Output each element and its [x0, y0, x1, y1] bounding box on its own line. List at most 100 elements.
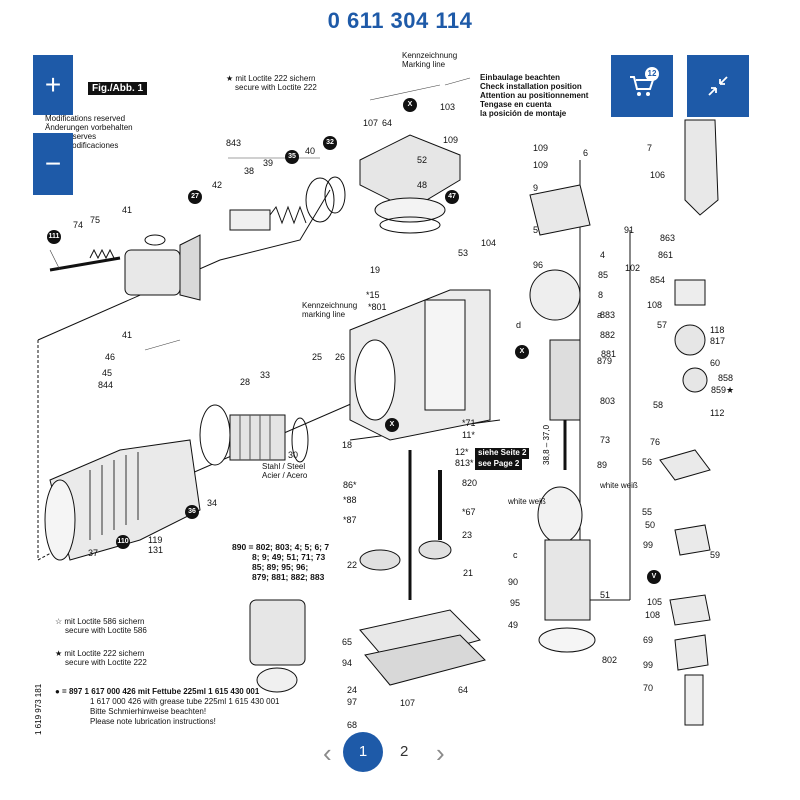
part-callout-861[interactable]: 861 — [658, 250, 674, 260]
part-callout-68[interactable]: 68 — [347, 720, 358, 730]
part-callout-48[interactable]: 48 — [417, 180, 428, 190]
part-callout-X[interactable]: X — [385, 418, 399, 432]
part-callout-108[interactable]: 108 — [645, 610, 661, 620]
part-callout-883[interactable]: 883 — [600, 310, 616, 320]
part-callout-6[interactable]: 6 — [583, 148, 589, 158]
part-callout-42[interactable]: 42 — [212, 180, 223, 190]
part-callout-99[interactable]: 99 — [643, 660, 654, 670]
part-callout-26[interactable]: 26 — [335, 352, 346, 362]
part-callout-30[interactable]: 30 — [288, 450, 299, 460]
part-callout-23[interactable]: 23 — [462, 530, 473, 540]
part-callout-109[interactable]: 109 — [533, 160, 549, 170]
cart-button[interactable]: 12 — [611, 55, 673, 117]
part-callout-863[interactable]: 863 — [660, 233, 676, 243]
part-callout-18[interactable]: 18 — [342, 440, 353, 450]
part-callout-96[interactable]: 96 — [533, 260, 544, 270]
part-callout-36[interactable]: 36 — [185, 505, 199, 519]
part-callout-67[interactable]: *67 — [462, 507, 476, 517]
part-callout-103[interactable]: 103 — [440, 102, 456, 112]
part-callout-5[interactable]: 5 — [533, 225, 539, 235]
part-callout-802[interactable]: 802 — [602, 655, 618, 665]
part-callout-882[interactable]: 882 — [600, 330, 616, 340]
part-callout-97[interactable]: 97 — [347, 697, 358, 707]
part-callout-24[interactable]: 24 — [347, 685, 358, 695]
part-callout-74[interactable]: 74 — [73, 220, 84, 230]
part-callout-820[interactable]: 820 — [462, 478, 478, 488]
part-callout-25[interactable]: 25 — [312, 352, 323, 362]
part-callout-69[interactable]: 69 — [643, 635, 654, 645]
part-callout-111[interactable]: 111 — [47, 230, 61, 244]
part-callout-9[interactable]: 9 — [533, 183, 539, 193]
part-callout-49[interactable]: 49 — [508, 620, 519, 630]
part-callout-64[interactable]: 64 — [458, 685, 469, 695]
part-callout-95[interactable]: 95 — [510, 598, 521, 608]
part-callout-35[interactable]: 35 — [285, 150, 299, 164]
see-page-2-en[interactable]: see Page 2 — [475, 459, 523, 470]
part-callout-104[interactable]: 104 — [481, 238, 497, 248]
part-callout-109[interactable]: 109 — [533, 143, 549, 153]
part-callout-32[interactable]: 32 — [323, 136, 337, 150]
part-callout-71[interactable]: *71 — [462, 418, 476, 428]
part-callout-51[interactable]: 51 — [600, 590, 611, 600]
part-callout-52[interactable]: 52 — [417, 155, 428, 165]
part-callout-53[interactable]: 53 — [458, 248, 469, 258]
part-callout-4[interactable]: 4 — [600, 250, 606, 260]
part-callout-86[interactable]: 86* — [343, 480, 357, 490]
part-callout-38[interactable]: 38 — [244, 166, 255, 176]
part-callout-46[interactable]: 46 — [105, 352, 116, 362]
part-callout-73[interactable]: 73 — [600, 435, 611, 445]
part-callout-131[interactable]: 131 — [148, 545, 164, 555]
part-callout-879[interactable]: 879 — [597, 356, 613, 366]
part-callout-a[interactable]: a — [597, 310, 603, 320]
part-callout-56[interactable]: 56 — [642, 457, 653, 467]
part-callout-21[interactable]: 21 — [463, 568, 474, 578]
part-callout-843[interactable]: 843 — [226, 138, 242, 148]
part-callout-d[interactable]: d — [516, 320, 522, 330]
part-callout-c[interactable]: c — [513, 550, 518, 560]
part-callout-108[interactable]: 108 — [647, 300, 663, 310]
part-callout-58[interactable]: 58 — [653, 400, 664, 410]
part-callout-V[interactable]: V — [647, 570, 661, 584]
part-callout-8[interactable]: 8 — [598, 290, 604, 300]
part-callout-40[interactable]: 40 — [305, 146, 316, 156]
part-callout-34[interactable]: 34 — [207, 498, 218, 508]
part-callout-859[interactable]: 859★ — [711, 385, 735, 395]
part-callout-858[interactable]: 858 — [718, 373, 734, 383]
part-callout-801[interactable]: *801 — [368, 302, 387, 312]
part-callout-39[interactable]: 39 — [263, 158, 274, 168]
part-callout-70[interactable]: 70 — [643, 683, 654, 693]
part-callout-65[interactable]: 65 — [342, 637, 353, 647]
part-callout-33[interactable]: 33 — [260, 370, 271, 380]
part-callout-41[interactable]: 41 — [122, 205, 133, 215]
page-1-button[interactable]: 1 — [343, 732, 383, 772]
part-callout-15[interactable]: *15 — [366, 290, 380, 300]
part-callout-94[interactable]: 94 — [342, 658, 353, 668]
part-callout-107[interactable]: 107 — [400, 698, 416, 708]
part-callout-76[interactable]: 76 — [650, 437, 661, 447]
zoom-in-button[interactable]: + — [33, 55, 73, 115]
part-callout-91[interactable]: 91 — [624, 225, 635, 235]
part-callout-107[interactable]: 107 — [363, 118, 379, 128]
see-page-2-de[interactable]: siehe Seite 2 — [475, 448, 530, 459]
part-callout-99[interactable]: 99 — [643, 540, 654, 550]
part-callout-85[interactable]: 85 — [598, 270, 609, 280]
part-callout-102[interactable]: 102 — [625, 263, 641, 273]
part-callout-11[interactable]: 11* — [462, 430, 475, 440]
part-callout-28[interactable]: 28 — [240, 377, 251, 387]
part-callout-89[interactable]: 89 — [597, 460, 608, 470]
part-callout-110[interactable]: 110 — [116, 535, 130, 549]
part-callout-854[interactable]: 854 — [650, 275, 666, 285]
part-callout-12[interactable]: 12* — [455, 447, 469, 457]
part-callout-118[interactable]: 118 — [710, 325, 725, 335]
part-callout-75[interactable]: 75 — [90, 215, 101, 225]
next-page-button[interactable]: › — [436, 738, 445, 768]
part-callout-106[interactable]: 106 — [650, 170, 666, 180]
part-callout-87[interactable]: *87 — [343, 515, 357, 525]
part-callout-119[interactable]: 119 — [148, 535, 163, 545]
zoom-out-button[interactable]: − — [33, 133, 73, 195]
part-callout-37[interactable]: 37 — [88, 548, 99, 558]
part-callout-844[interactable]: 844 — [98, 380, 114, 390]
part-callout-45[interactable]: 45 — [102, 368, 113, 378]
prev-page-button[interactable]: ‹ — [323, 738, 332, 768]
part-callout-109[interactable]: 109 — [443, 135, 459, 145]
